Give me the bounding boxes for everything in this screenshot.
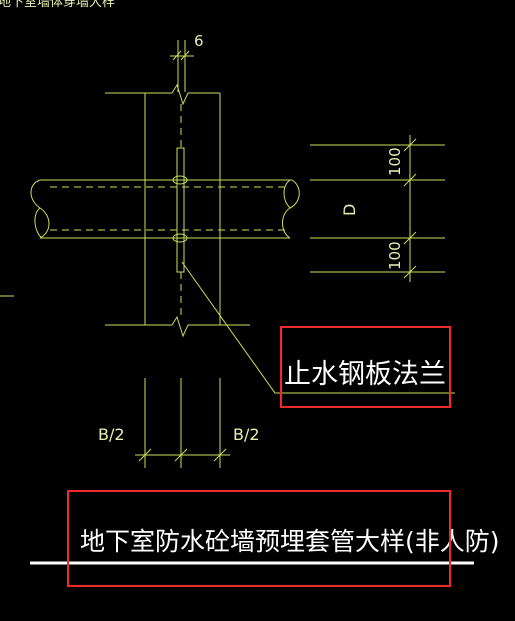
dim-bottom-tick-1 xyxy=(138,448,152,462)
dim-right-group: 100 100 D xyxy=(310,135,445,282)
dim-tick-2 xyxy=(403,173,417,187)
wall xyxy=(105,83,250,338)
header-text: 地下室墙体穿墙大样 xyxy=(0,0,115,10)
dim-lower-value: 100 xyxy=(386,241,404,270)
sleeve-pipe xyxy=(30,179,300,239)
drawing-title: 地下室防水砼墙预埋套管大样(非人防) xyxy=(80,527,500,556)
pipe-left-break-inner xyxy=(34,207,43,239)
dim-top-tick-left xyxy=(172,50,182,61)
flange-label: 止水钢板法兰 xyxy=(284,359,446,390)
water-stop-flange xyxy=(172,147,188,320)
flange-leader-line xyxy=(181,261,455,394)
dim-bottom-tick-2 xyxy=(174,448,188,462)
dim-left-half-value: B/2 xyxy=(98,425,125,444)
dim-tick-4 xyxy=(403,265,417,279)
dim-bottom-tick-3 xyxy=(213,448,227,462)
dim-right-half-value: B/2 xyxy=(233,425,260,444)
pipe-left-break xyxy=(30,179,50,239)
wall-top-break-line xyxy=(105,83,220,106)
pipe-right-break xyxy=(282,179,300,239)
wall-bottom-break-line xyxy=(105,315,250,338)
dim-tick-3 xyxy=(403,231,417,245)
flange-plate xyxy=(176,147,185,273)
dim-diameter-value: D xyxy=(340,204,359,216)
flange-weld-bottom xyxy=(172,233,188,243)
flange-weld-top xyxy=(172,175,188,185)
flange-label-highlight-box xyxy=(280,326,451,408)
dim-top-tick-right xyxy=(180,50,190,61)
dim-bottom-group: B/2 B/2 xyxy=(98,378,260,468)
dim-top-group: 6 xyxy=(170,32,204,92)
dim-top-value: 6 xyxy=(194,32,204,50)
dim-upper-value: 100 xyxy=(386,147,404,176)
dim-tick-1 xyxy=(403,138,417,152)
pipe-right-break-inner xyxy=(283,179,291,209)
title-highlight-box xyxy=(67,490,451,587)
